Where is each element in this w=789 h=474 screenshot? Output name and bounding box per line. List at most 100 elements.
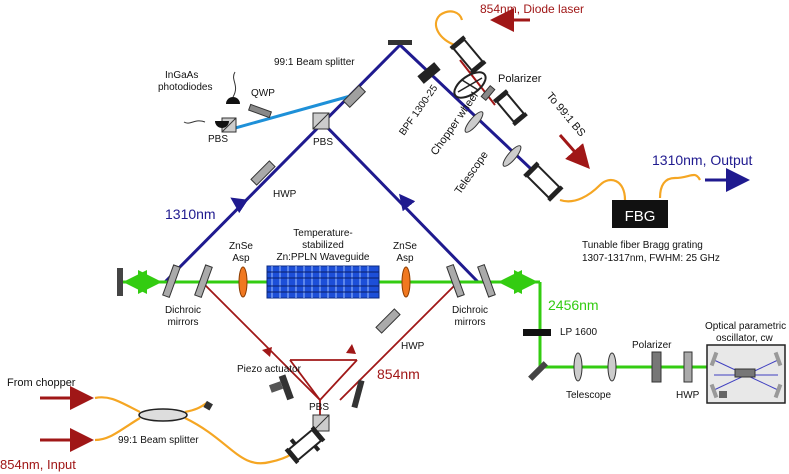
dichroic-left-a <box>162 264 181 299</box>
telescope-bottom-lens-2 <box>607 352 617 382</box>
label-ingaas-1: InGaAs <box>165 70 198 81</box>
label-znse-left-1: ZnSe <box>229 241 253 252</box>
beam-red-loop-d <box>289 359 321 401</box>
label-diode-laser: 854nm, Diode laser <box>480 2 584 16</box>
polarizer-right <box>651 351 662 383</box>
arrow-red-left <box>262 347 272 357</box>
label-pbs-center: PBS <box>313 137 333 148</box>
label-854nm: 854nm <box>377 366 420 382</box>
beam-splitter-top <box>342 84 367 109</box>
telescope-top-lens-2 <box>502 145 522 167</box>
polarizer-top <box>480 85 496 101</box>
label-temp-2: stabilized <box>302 240 344 251</box>
beam-red-top <box>459 59 496 106</box>
photodiode-top <box>226 97 240 104</box>
fiber-input <box>94 417 141 442</box>
mirror-left <box>117 268 123 296</box>
label-dichroic-right-2: mirrors <box>454 317 485 328</box>
label-input: 854nm, Input <box>0 457 76 472</box>
label-telescope-bottom: Telescope <box>566 390 611 401</box>
hwp-top <box>250 160 276 186</box>
label-qwp: QWP <box>251 88 275 99</box>
qwp <box>247 103 273 119</box>
fiber-fbg-out <box>658 173 701 199</box>
fiber-coupler-bottom <box>284 425 326 465</box>
label-polarizer-right: Polarizer <box>632 340 672 351</box>
label-to-bs: To 99:1 BS <box>544 90 588 139</box>
znse-lens-left <box>238 266 248 298</box>
label-znse-right-2: Asp <box>396 253 414 264</box>
fiber-coupler-diode <box>449 35 487 75</box>
photodiode-wire-top <box>232 71 237 98</box>
mirror-green-corner <box>528 361 548 381</box>
mirror-top <box>388 40 412 45</box>
fbg-label: FBG <box>625 208 656 225</box>
arrow-blue-left <box>230 197 249 214</box>
fiber-coupler-output <box>523 161 564 202</box>
beam-blue-upper-right <box>398 43 550 187</box>
label-from-chopper: From chopper <box>7 377 76 389</box>
beam-red-right <box>339 284 456 401</box>
photodiode-left <box>215 121 229 128</box>
fiber-bs-out-b <box>184 417 306 465</box>
label-temp-3: Zn:PPLN Waveguide <box>276 252 369 263</box>
label-beam-splitter-bottom: 99:1 Beam splitter <box>118 435 199 446</box>
fiber-terminator <box>203 400 213 411</box>
arrow-red-right <box>346 344 356 354</box>
label-telescope-top: Telescope <box>453 149 491 196</box>
label-dichroic-left-2: mirrors <box>167 317 198 328</box>
label-lp1600: LP 1600 <box>560 327 598 338</box>
opo-box <box>706 344 786 404</box>
znse-lens-right <box>401 266 411 298</box>
label-ingaas-2: photodiodes <box>158 82 213 93</box>
pbs-center <box>312 112 330 130</box>
telescope-top-lens-1 <box>464 111 484 133</box>
beam-1310nm <box>163 43 550 284</box>
piezo-mirror <box>278 374 294 401</box>
chopper-wheel <box>453 71 487 99</box>
dichroic-left-b <box>194 264 213 299</box>
label-polarizer-top: Polarizer <box>498 73 542 85</box>
label-dichroic-right-1: Dichroic <box>452 305 488 316</box>
beam-red-left <box>204 284 321 401</box>
label-hwp-top: HWP <box>273 189 297 200</box>
label-opo-2: oscillator, cw <box>716 333 773 344</box>
arrow-to-bs <box>558 134 590 170</box>
label-1310nm: 1310nm <box>165 206 216 222</box>
piezo-actuator <box>268 381 284 393</box>
label-2456nm: 2456nm <box>548 297 599 313</box>
beam-red-loop-c <box>319 359 358 401</box>
fiber-from-chopper <box>94 396 141 413</box>
label-bpf: BPF 1300-25 <box>397 83 440 138</box>
hwp-mid <box>375 308 401 334</box>
fiber-coupler-to-bs <box>492 89 528 127</box>
dichroic-right-b <box>477 263 496 298</box>
lp1600-filter <box>523 329 551 336</box>
beam-splitter-bottom <box>138 408 188 422</box>
label-fbg-desc-1: Tunable fiber Bragg grating <box>582 240 703 251</box>
telescope-bottom-lens-1 <box>573 352 583 382</box>
dichroic-right-a <box>446 263 465 298</box>
arrow-blue-right <box>399 193 416 212</box>
loop-mirror-right <box>351 379 365 409</box>
fiber-diode <box>434 10 464 47</box>
fbg-box <box>612 200 668 228</box>
beam-lightblue <box>227 93 355 132</box>
label-fbg-desc-2: 1307-1317nm, FWHM: 25 GHz <box>582 253 720 264</box>
label-dichroic-left-1: Dichroic <box>165 305 201 316</box>
label-pbs-left: PBS <box>208 134 228 145</box>
photodiode-wire-left <box>183 120 206 124</box>
label-hwp-right: HWP <box>676 390 700 401</box>
beam-blue-left <box>163 43 402 284</box>
label-znse-right-1: ZnSe <box>393 241 417 252</box>
label-output: 1310nm, Output <box>652 152 753 168</box>
hwp-right <box>683 351 693 383</box>
label-pbs-bottom: PBS <box>309 402 329 413</box>
label-piezo: Piezo actuator <box>237 364 302 375</box>
label-beam-splitter-top: 99:1 Beam splitter <box>274 57 355 68</box>
ppln-waveguide <box>266 265 380 299</box>
fiber-fbg-in <box>559 178 627 203</box>
label-opo-1: Optical parametric <box>705 321 786 332</box>
bpf-filter <box>417 62 441 84</box>
